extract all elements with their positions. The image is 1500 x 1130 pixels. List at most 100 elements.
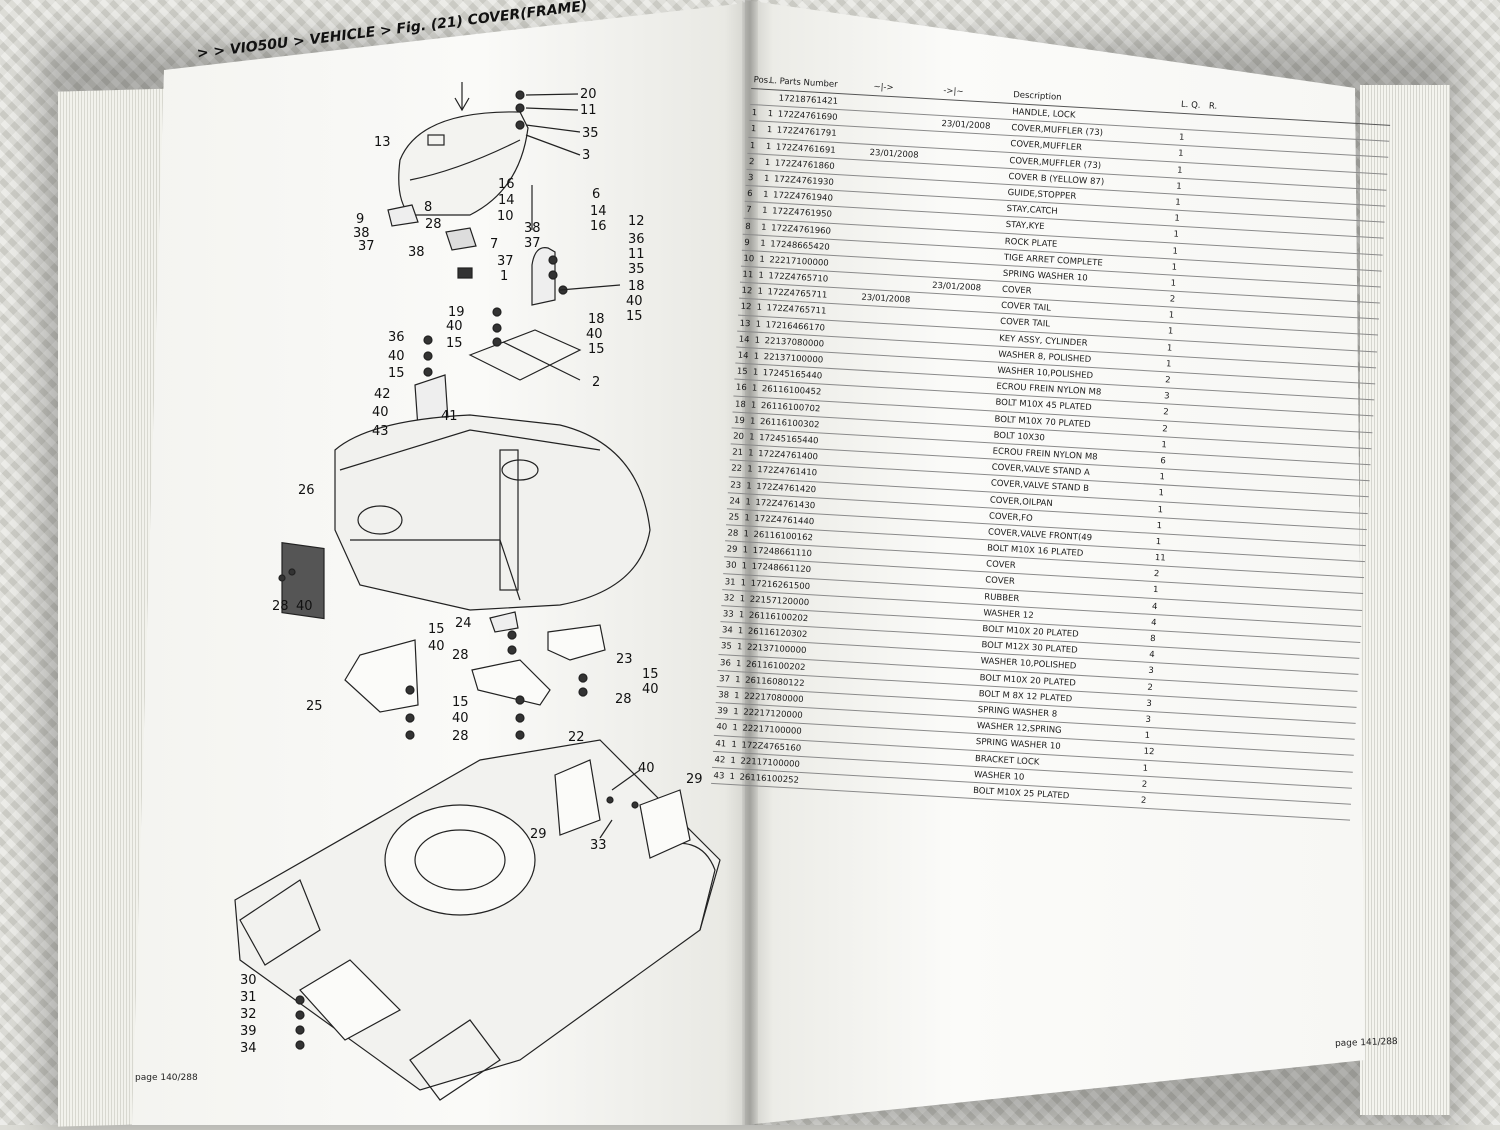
cell-desc: SPRING WASHER 10 — [975, 737, 1061, 753]
cell-pos: 2 — [748, 156, 755, 168]
header-parts-number: Parts Number — [779, 76, 838, 90]
lower-frame-part — [234, 739, 721, 1091]
cell-pos: 14 — [738, 334, 750, 346]
cell-desc: SPRING WASHER 8 — [977, 704, 1058, 720]
header-r: R. — [1208, 101, 1218, 112]
cell-l: 1 — [747, 448, 754, 459]
svg-text:14: 14 — [590, 204, 607, 219]
cell-lq: 2 — [1169, 294, 1176, 305]
cell-part: 172Z4761690 — [777, 109, 838, 124]
svg-text:36: 36 — [628, 232, 645, 247]
svg-text:37: 37 — [358, 239, 375, 254]
svg-text:11: 11 — [580, 103, 597, 118]
cell-pos: 20 — [732, 431, 745, 443]
cell-part: 172Z4761930 — [773, 174, 835, 188]
cell-l: 1 — [731, 739, 738, 750]
cell-pos: 8 — [744, 221, 751, 232]
cell-desc: COVER,OILPAN — [989, 494, 1054, 509]
svg-text:30: 30 — [240, 973, 257, 988]
svg-text:40: 40 — [388, 349, 405, 364]
svg-text:9: 9 — [356, 212, 364, 227]
cell-lq: 1 — [1142, 763, 1149, 774]
cell-desc: WASHER 12 — [983, 608, 1034, 621]
cell-part: 172Z4761960 — [770, 222, 832, 237]
svg-text:40: 40 — [626, 294, 643, 309]
cell-lq: 6 — [1160, 456, 1167, 467]
cell-l: 1 — [732, 723, 739, 734]
svg-text:15: 15 — [626, 309, 643, 324]
cell-lq: 3 — [1163, 391, 1170, 402]
svg-text:18: 18 — [588, 312, 605, 327]
cell-part: 22137080000 — [764, 335, 825, 350]
cell-part: 26116100452 — [761, 384, 822, 398]
cell-pos: 6 — [746, 189, 753, 200]
svg-text:33: 33 — [590, 838, 607, 853]
cell-desc: WASHER 10 — [973, 769, 1025, 783]
cell-desc: COVER — [984, 575, 1016, 588]
svg-text:16: 16 — [498, 177, 515, 192]
cell-part: 26116100252 — [739, 772, 800, 786]
cell-part: 22137100000 — [746, 643, 807, 657]
cell-l: 1 — [766, 125, 773, 136]
header-from: ~|-> — [873, 82, 894, 94]
cell-desc: STAY,KYE — [1005, 220, 1045, 233]
book-spine — [742, 0, 758, 1125]
svg-text:35: 35 — [582, 126, 599, 141]
cell-desc: ROCK PLATE — [1004, 236, 1058, 250]
cell-pos: 36 — [719, 657, 732, 669]
cell-pos: 19 — [733, 415, 746, 426]
cell-lq: 11 — [1154, 553, 1166, 564]
left-page-number: page 140/288 — [135, 1073, 198, 1083]
cell-pos: 24 — [729, 496, 741, 507]
cell-l: 1 — [741, 561, 748, 572]
svg-text:40: 40 — [586, 327, 603, 342]
cell-pos: 25 — [728, 512, 740, 523]
cell-lq: 8 — [1149, 633, 1156, 645]
cell-desc: COVER — [985, 559, 1016, 572]
parts-table: Pos. L. Parts Number ~|-> ->|~ Descripti… — [711, 74, 1391, 821]
cell-lq: 1 — [1152, 585, 1159, 596]
cell-l: 1 — [758, 270, 765, 282]
svg-text:28: 28 — [272, 599, 289, 614]
svg-text:29: 29 — [530, 827, 547, 842]
cell-lq: 1 — [1166, 342, 1173, 354]
cell-l: 1 — [732, 707, 739, 718]
cell-l: 1 — [761, 206, 768, 217]
cell-lq: 1 — [1173, 229, 1180, 241]
cell-pos: 1 — [751, 108, 758, 119]
cell-pos: 1 — [749, 140, 756, 151]
header-lq: L. Q. — [1180, 99, 1201, 111]
cell-l: 1 — [752, 367, 759, 379]
cell-part: 22217080000 — [743, 691, 804, 705]
cell-part: 172Z4761410 — [756, 465, 818, 479]
svg-text:24: 24 — [455, 616, 472, 631]
cell-pos: 40 — [716, 722, 728, 733]
cell-lq: 2 — [1140, 795, 1147, 806]
svg-text:28: 28 — [452, 729, 469, 744]
cell-l: 1 — [762, 189, 769, 201]
svg-text:40: 40 — [642, 682, 659, 697]
cell-lq: 1 — [1168, 310, 1175, 321]
cell-l: 1 — [767, 109, 774, 120]
cell-pos: 12 — [741, 286, 753, 297]
svg-text:35: 35 — [628, 262, 645, 277]
cell-pos: 33 — [722, 609, 734, 620]
cell-l: 1 — [746, 464, 753, 475]
cell-desc: HANDLE, LOCK — [1011, 107, 1076, 121]
cell-part: 172Z4761940 — [772, 190, 834, 204]
svg-text:16: 16 — [590, 219, 607, 234]
cell-lq: 4 — [1148, 650, 1155, 661]
cell-part: 172Z4761400 — [757, 449, 819, 463]
svg-text:39: 39 — [240, 1024, 257, 1039]
cell-l: 1 — [738, 610, 745, 621]
cell-part: 22217100000 — [742, 723, 802, 738]
svg-text:31: 31 — [240, 990, 257, 1005]
cell-pos: 34 — [721, 625, 734, 636]
cell-part: 17216466170 — [765, 319, 826, 334]
cell-part: 22137100000 — [763, 352, 824, 366]
cell-part: 172Z4765710 — [768, 271, 829, 285]
svg-text:38: 38 — [524, 221, 541, 236]
cell-part: 26116100202 — [748, 610, 809, 625]
svg-text:7: 7 — [490, 237, 498, 252]
